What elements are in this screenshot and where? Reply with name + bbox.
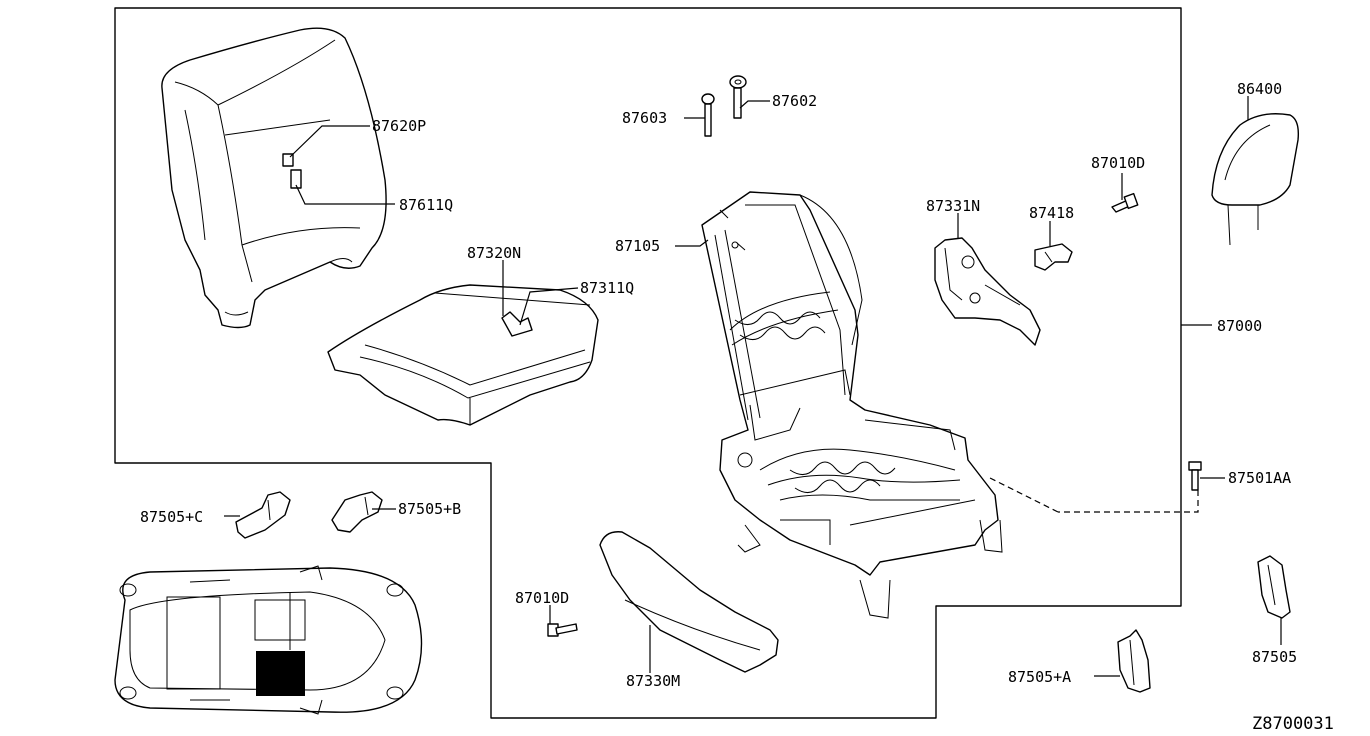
side-bracket	[934, 237, 1041, 346]
label-87010D-bottom: 87010D	[515, 589, 569, 607]
label-87505A: 87505+A	[1008, 668, 1071, 686]
bolt-87010D-top	[1111, 192, 1139, 213]
seat-frame	[701, 191, 1003, 619]
assembly-boundary	[114, 7, 1182, 719]
cover-87505C	[235, 491, 291, 539]
label-87105: 87105	[615, 237, 660, 255]
screw-87603	[701, 93, 715, 137]
label-87602: 87602	[772, 92, 817, 110]
label-87320N: 87320N	[467, 244, 521, 262]
label-87505: 87505	[1252, 648, 1297, 666]
label-87331N: 87331N	[926, 197, 980, 215]
vehicle-location-diagram	[114, 565, 423, 715]
label-87000: 87000	[1217, 317, 1262, 335]
label-87418: 87418	[1029, 204, 1074, 222]
label-87330M: 87330M	[626, 672, 680, 690]
headrest	[1211, 113, 1300, 246]
bolt-87501AA	[1188, 461, 1202, 491]
drawing-id: Z8700031	[1252, 714, 1334, 734]
screw-87602	[729, 75, 747, 119]
label-87501AA: 87501AA	[1228, 469, 1291, 487]
label-87603: 87603	[622, 109, 667, 127]
side-cover-87330M	[599, 531, 779, 673]
clip-87418	[1034, 243, 1073, 271]
label-87611Q: 87611Q	[399, 196, 453, 214]
label-87505C: 87505+C	[140, 508, 203, 526]
seat-cushion-cover	[327, 284, 599, 426]
label-87010D-top: 87010D	[1091, 154, 1145, 172]
seat-location-highlight	[256, 651, 305, 696]
cover-87505A	[1117, 629, 1151, 693]
cover-87505B	[331, 491, 383, 533]
label-87505B: 87505+B	[398, 500, 461, 518]
bolt-87010D-bottom	[547, 623, 578, 637]
label-87620P: 87620P	[372, 117, 426, 135]
cover-87505	[1257, 555, 1291, 619]
leader-lines	[224, 96, 1282, 677]
seat-back-cover	[161, 27, 387, 329]
part-labels: 87620P 87611Q 87320N 87311Q 87603 87602 …	[140, 80, 1334, 734]
label-87311Q: 87311Q	[580, 279, 634, 297]
label-86400: 86400	[1237, 80, 1282, 98]
